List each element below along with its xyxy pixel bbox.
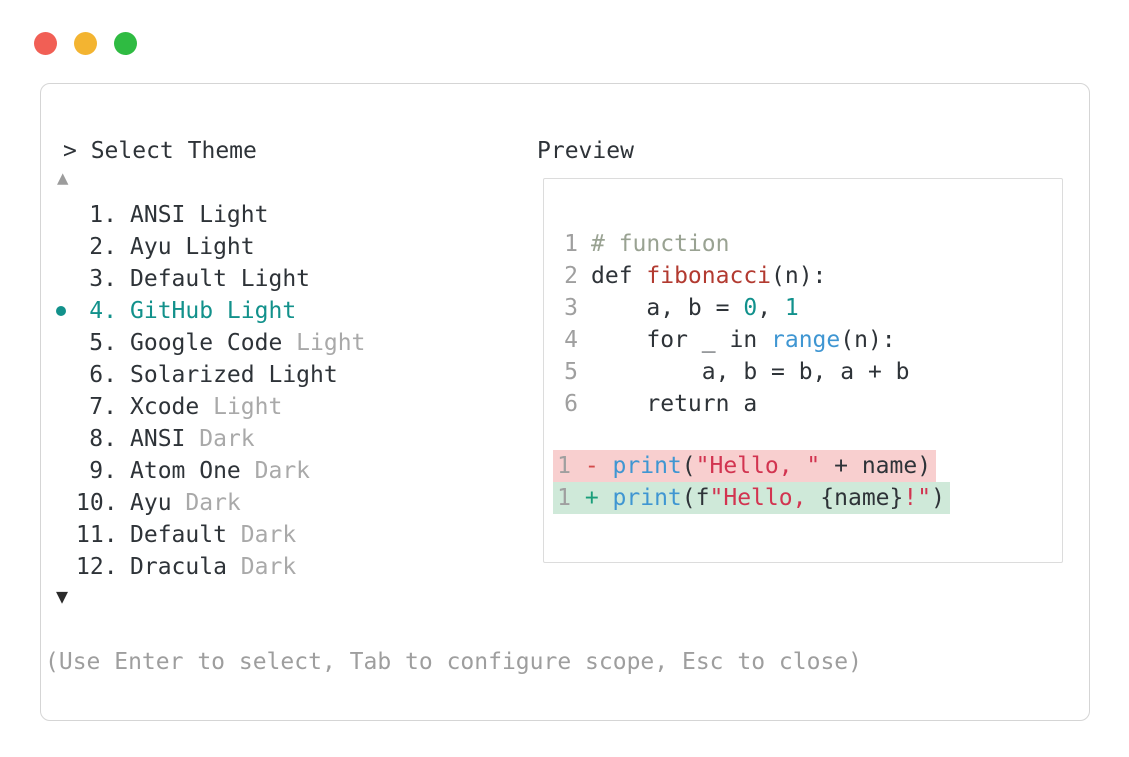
theme-label: Solarized Light bbox=[130, 362, 338, 388]
theme-label: Google Code Light bbox=[130, 330, 366, 356]
theme-number: 2. bbox=[89, 234, 117, 260]
theme-list-item[interactable]: 2. Ayu Light bbox=[41, 231, 511, 263]
theme-label: Default Light bbox=[130, 266, 311, 292]
theme-number: 12. bbox=[76, 554, 118, 580]
theme-label: Ayu Dark bbox=[130, 490, 241, 516]
code-line: 1# function bbox=[564, 231, 730, 257]
code-line: 4 for _ in range(n): bbox=[564, 327, 896, 353]
diff-line-removed: 1 - print("Hello, " + name) bbox=[544, 450, 1062, 482]
theme-list-item[interactable]: 8. ANSI Dark bbox=[41, 423, 511, 455]
theme-number: 1. bbox=[89, 202, 117, 228]
theme-number: 11. bbox=[76, 522, 118, 548]
theme-list-item[interactable]: 11. Default Dark bbox=[41, 519, 511, 551]
theme-label: ANSI Light bbox=[130, 202, 269, 228]
theme-number: 4. bbox=[89, 298, 117, 324]
zoom-button[interactable] bbox=[114, 32, 137, 55]
theme-number: 3. bbox=[89, 266, 117, 292]
selected-bullet-icon bbox=[56, 306, 76, 316]
theme-label: Ayu Light bbox=[130, 234, 255, 260]
theme-label: GitHub Light bbox=[130, 298, 297, 324]
theme-picker-panel: > Select Theme Preview ▲ 1. ANSI Light 2. A… bbox=[40, 83, 1090, 721]
theme-number: 5. bbox=[89, 330, 117, 356]
theme-number: 10. bbox=[76, 490, 118, 516]
scroll-down-icon[interactable]: ▼ bbox=[56, 584, 69, 608]
code-line: 6 return a bbox=[564, 391, 758, 417]
theme-label: ANSI Dark bbox=[130, 426, 255, 452]
theme-list: 1. ANSI Light 2. Ayu Light 3. Default Light 4.… bbox=[41, 199, 511, 583]
preview-title: Preview bbox=[537, 138, 634, 164]
theme-list-item[interactable]: 10. Ayu Dark bbox=[41, 487, 511, 519]
diff-line-added: 1 + print(f"Hello, {name}!") bbox=[544, 482, 1062, 514]
keyboard-hint: (Use Enter to select, Tab to configure s… bbox=[45, 649, 862, 675]
theme-list-item[interactable]: 1. ANSI Light bbox=[41, 199, 511, 231]
theme-list-item[interactable]: 3. Default Light bbox=[41, 263, 511, 295]
theme-label: Dracula Dark bbox=[130, 554, 297, 580]
theme-list-item[interactable]: 4. GitHub Light bbox=[41, 295, 511, 327]
theme-list-item[interactable]: 5. Google Code Light bbox=[41, 327, 511, 359]
window-controls bbox=[34, 32, 137, 55]
theme-number: 9. bbox=[89, 458, 117, 484]
theme-list-item[interactable]: 12. Dracula Dark bbox=[41, 551, 511, 583]
theme-number: 6. bbox=[89, 362, 117, 388]
scroll-up-icon[interactable]: ▲ bbox=[57, 167, 69, 189]
select-theme-prompt: > Select Theme bbox=[63, 138, 257, 164]
code-line: 5 a, b = b, a + b bbox=[564, 359, 910, 385]
code-line: 3 a, b = 0, 1 bbox=[564, 295, 799, 321]
theme-number: 8. bbox=[89, 426, 117, 452]
theme-label: Xcode Light bbox=[130, 394, 283, 420]
minimize-button[interactable] bbox=[74, 32, 97, 55]
theme-label: Atom One Dark bbox=[130, 458, 311, 484]
theme-list-item[interactable]: 7. Xcode Light bbox=[41, 391, 511, 423]
theme-label: Default Dark bbox=[130, 522, 297, 548]
theme-number: 7. bbox=[89, 394, 117, 420]
theme-list-item[interactable]: 6. Solarized Light bbox=[41, 359, 511, 391]
close-button[interactable] bbox=[34, 32, 57, 55]
blank-line bbox=[544, 420, 1062, 450]
theme-list-item[interactable]: 9. Atom One Dark bbox=[41, 455, 511, 487]
